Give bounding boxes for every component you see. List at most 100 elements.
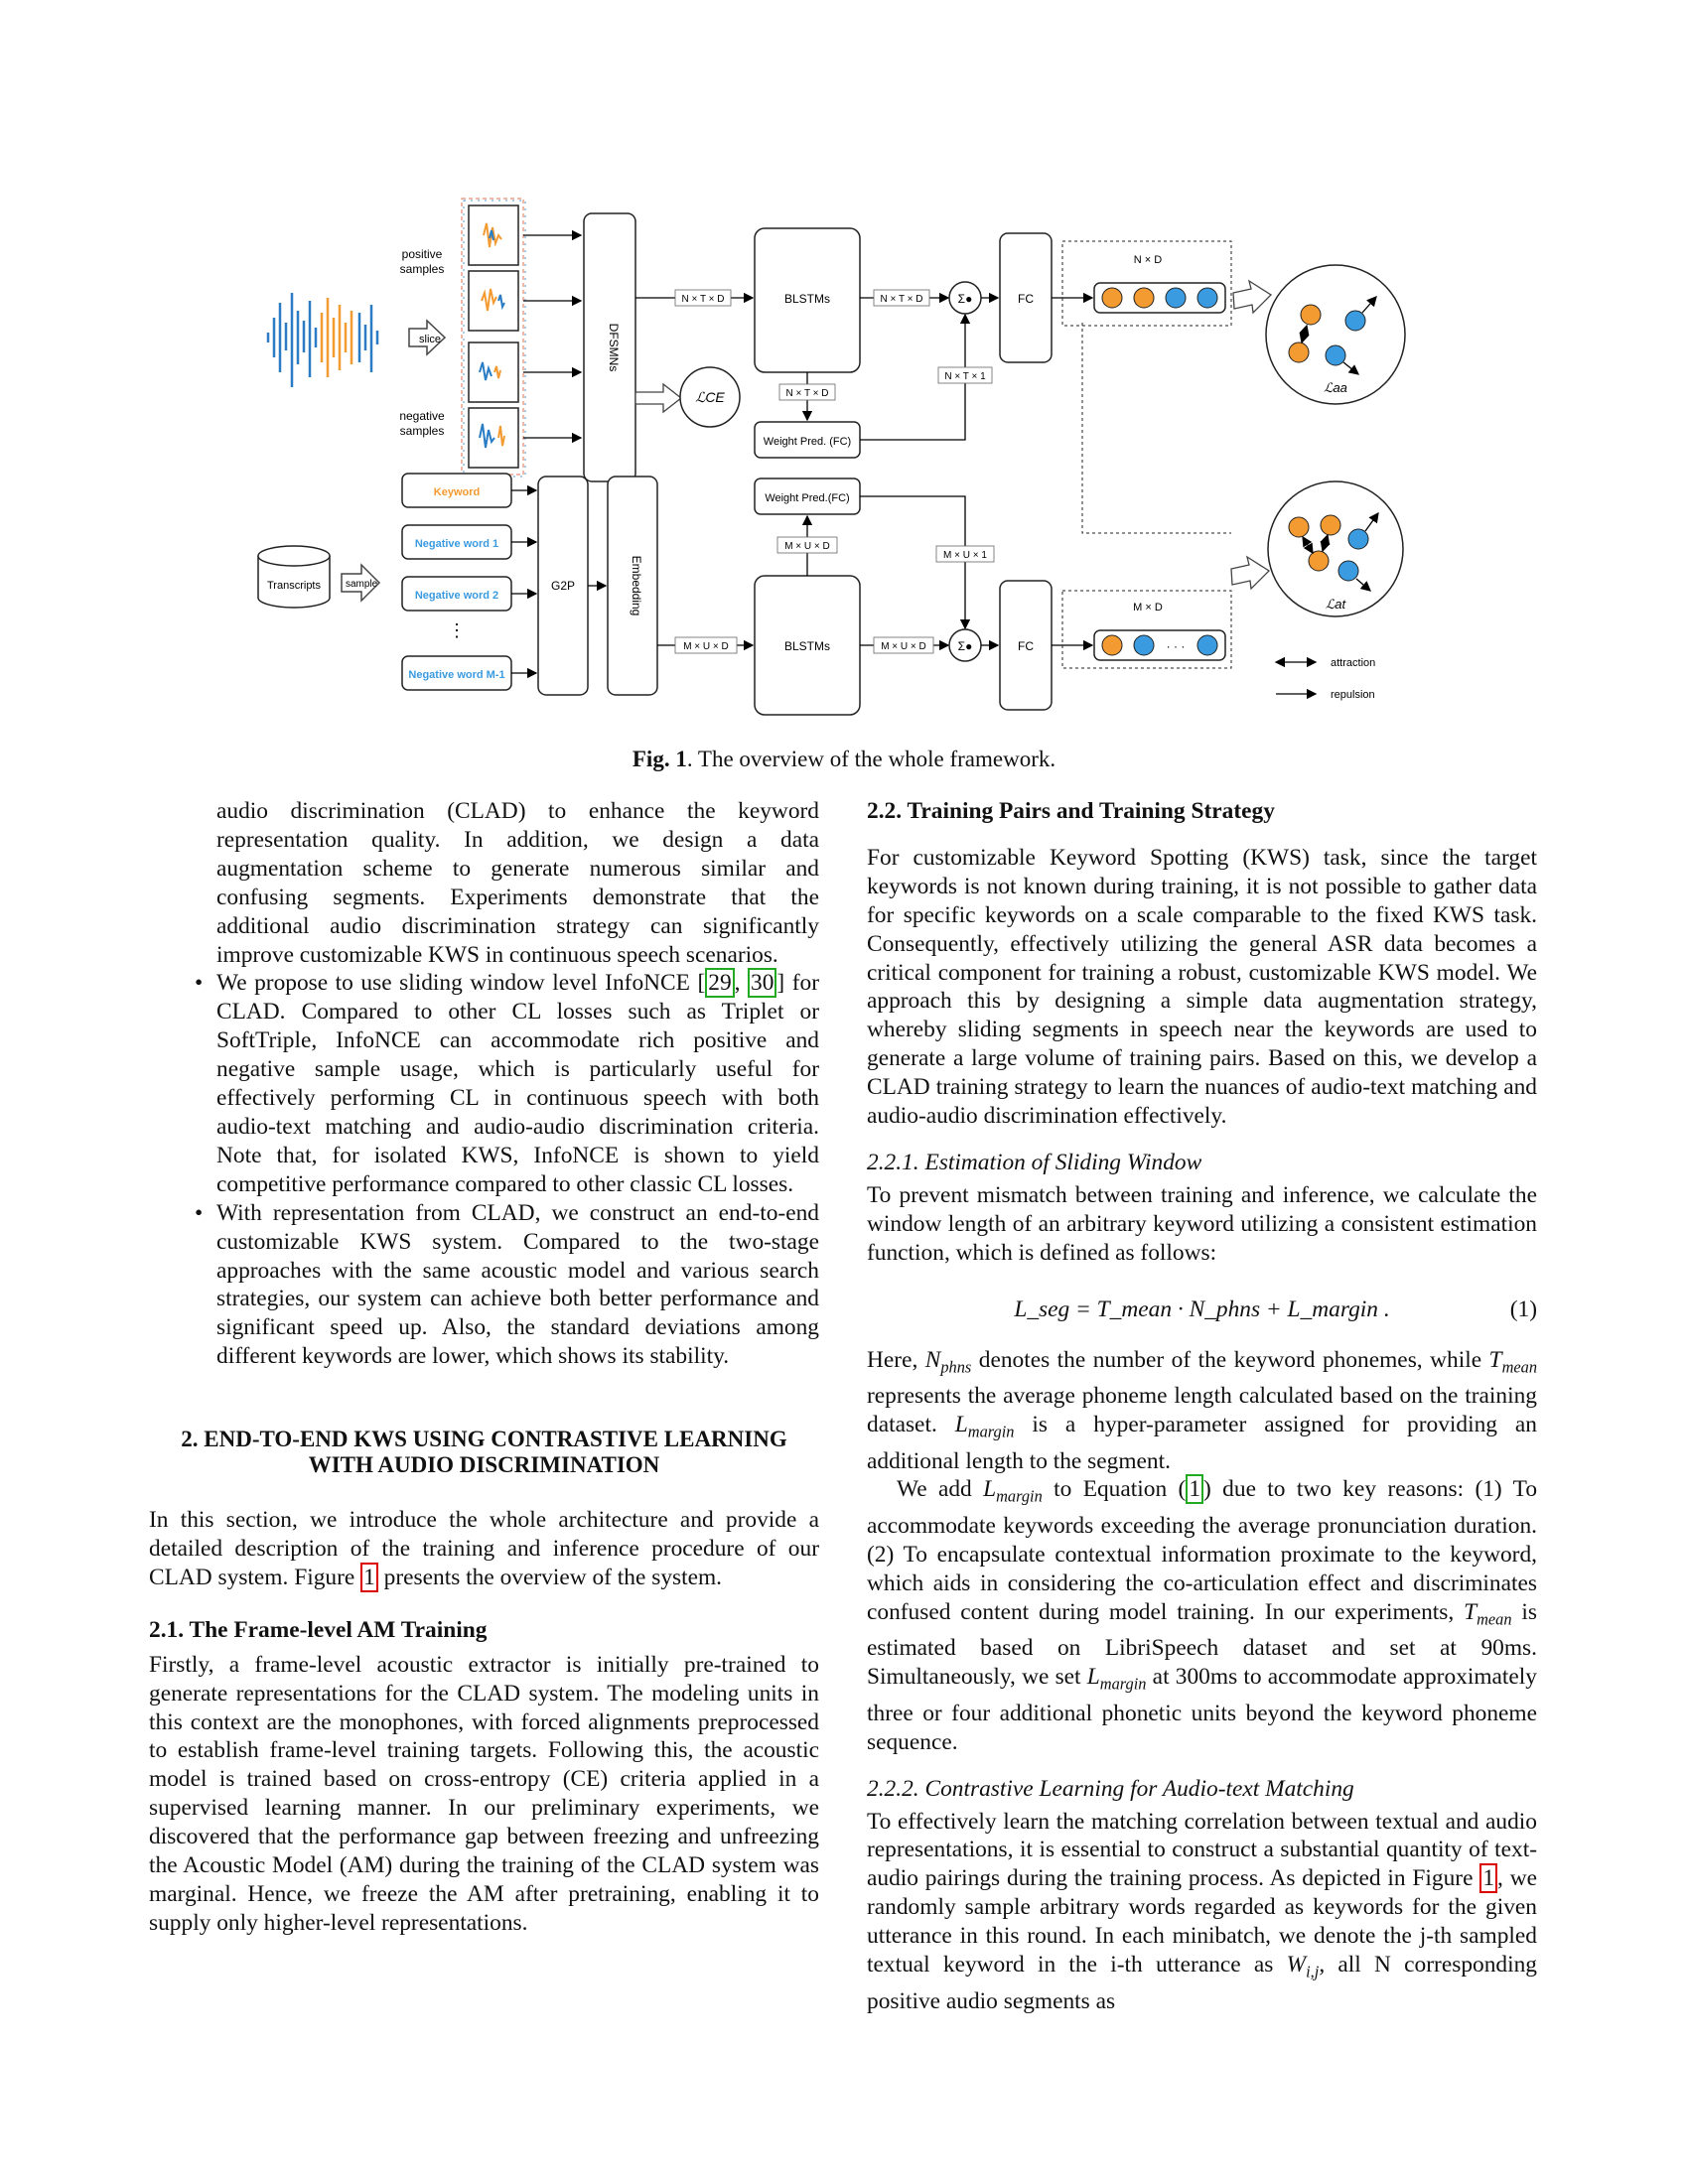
slice-arrow: slice	[408, 319, 447, 356]
cl-b: , we randomly sample arbitrary words reg…	[867, 1865, 1537, 1979]
citation-30[interactable]: 30	[748, 968, 777, 999]
figure-ref-1b[interactable]: 1	[1479, 1863, 1498, 1894]
ntd-label-1: N × T × D	[682, 294, 725, 305]
mud-label-3: M × U × D	[881, 641, 926, 652]
g2p-label: G2P	[551, 579, 575, 593]
weight-pred-bottom-label: Weight Pred.(FC)	[765, 492, 849, 504]
figure-ref-1a[interactable]: 1	[360, 1562, 378, 1592]
sym-lmargin: Lmargin	[954, 1411, 1015, 1441]
weight-pred-top-label: Weight Pred. (FC)	[764, 436, 851, 448]
mu1-label: M × U × 1	[943, 550, 987, 561]
left-column: audio discrimination (CLAD) to enhance t…	[149, 797, 819, 1938]
slice-label: slice	[419, 334, 441, 345]
legend-repulsion-label: repulsion	[1331, 689, 1375, 701]
section-2-title-line-1: 2. END-TO-END KWS USING CONTRASTIVE LEAR…	[181, 1427, 787, 1452]
subsection-2-1-text: Firstly, a frame-level acoustic extracto…	[149, 1651, 819, 1936]
subsection-2-2-1-text: To prevent mismatch between training and…	[867, 1181, 1537, 1266]
subsection-2-2-title: 2.2. Training Pairs and Training Strateg…	[867, 798, 1275, 824]
sym-wij: Wi,j	[1286, 1952, 1320, 1981]
intro-continuation: audio discrimination (CLAD) to enhance t…	[216, 798, 819, 968]
transcripts-database: Transcripts	[257, 545, 331, 609]
keyword-label: Keyword	[434, 486, 480, 498]
caption-text: . The overview of the whole framework.	[686, 747, 1056, 771]
ce-loss-node	[679, 366, 741, 428]
cl-c: , all N corresponding positive audio seg…	[867, 1952, 1537, 2014]
sample-label: sample	[346, 579, 378, 590]
sym-lmargin-2: Lmargin	[983, 1476, 1043, 1507]
bullet-infonce: •We propose to use sliding window level …	[195, 968, 819, 1197]
aa-loss-label: ℒaa	[1324, 380, 1347, 395]
reasons-e: at 300ms to accommodate approximately th…	[867, 1664, 1537, 1755]
equation-1-number: (1)	[1509, 1296, 1537, 1322]
mud-label-1: M × U × D	[683, 641, 729, 652]
blstm-bottom-label: BLSTMs	[784, 639, 830, 653]
equation-1-body: L_seg = T_mean · N_phns + L_margin .	[1014, 1296, 1390, 1322]
equation-1: L_seg = T_mean · N_phns + L_margin . (1)	[867, 1296, 1537, 1324]
mud-label-2: M × U × D	[784, 541, 830, 552]
embedding-label: Embedding	[630, 556, 643, 616]
expl-d: is a hyper-parameter assigned for provid…	[867, 1411, 1538, 1474]
at-loss-label: ℒat	[1326, 597, 1347, 612]
cl-a: To effectively learn the matching correl…	[867, 1808, 1537, 1892]
bullet-1-text-b: for CLAD. Compared to other CL losses su…	[216, 970, 819, 1197]
margin-reasons: We add Lmargin to Equation (1) due to tw…	[867, 1474, 1538, 1755]
ce-loss-label: ℒCE	[695, 389, 725, 405]
embedding-dots: · · ·	[1167, 639, 1186, 653]
fc-top-label: FC	[1018, 292, 1034, 306]
equation-ref-1[interactable]: 1	[1186, 1474, 1204, 1505]
framework-figure: slice positive samples negative samples …	[257, 198, 1406, 716]
text-embedding-row	[1093, 629, 1226, 661]
audio-embedding-row	[1093, 282, 1226, 314]
sym-tmean-2: Tmean	[1464, 1598, 1512, 1629]
expl-c: represents the average phoneme length ca…	[867, 1383, 1537, 1437]
dfsmn-label: DFSMNs	[607, 324, 621, 372]
transcripts-label: Transcripts	[267, 580, 321, 592]
nt1-label: N × T × 1	[944, 371, 986, 382]
neg-word-1-label: Negative word 1	[415, 538, 498, 550]
section-2-intro-a: In this section, we introduce the whole …	[149, 1507, 819, 1590]
fc-bottom-label: FC	[1018, 639, 1034, 653]
reasons-b: to Equation	[1042, 1476, 1179, 1503]
speech-waveform	[266, 293, 379, 387]
figure-caption: Fig. 1. The overview of the whole framew…	[0, 747, 1688, 772]
citation-29[interactable]: 29	[705, 968, 735, 999]
expl-a: Here,	[867, 1346, 925, 1373]
expl-b: denotes the number of the keyword phonem…	[971, 1346, 1489, 1373]
reasons-c: due to two key reasons: (1) To accommoda…	[867, 1476, 1538, 1625]
legend-attraction-label: attraction	[1331, 657, 1375, 669]
bullet-end-to-end: •With representation from CLAD, we const…	[195, 1199, 819, 1370]
blstm-top-label: BLSTMs	[784, 292, 830, 306]
negative-samples-label: negative	[399, 409, 445, 423]
sym-nphns: Nphns	[924, 1346, 972, 1377]
section-2-title: 2. END-TO-END KWS USING CONTRASTIVE LEAR…	[149, 1427, 819, 1478]
sample-thumbnails	[461, 198, 526, 478]
md-label: M × D	[1133, 602, 1163, 614]
subsection-2-2-2-title: 2.2.2. Contrastive Learning for Audio-te…	[867, 1775, 1354, 1802]
negative-samples-label-2: samples	[400, 424, 445, 438]
bullet-2-text: With representation from CLAD, we constr…	[216, 1199, 819, 1370]
positive-samples-label: positive	[402, 247, 443, 261]
subsection-2-2-1-title: 2.2.1. Estimation of Sliding Window	[867, 1149, 1202, 1175]
ntd-label-3: N × T × D	[786, 388, 829, 399]
nd-label: N × D	[1134, 254, 1162, 266]
subsection-2-2-2-text: To effectively learn the matching correl…	[867, 1808, 1537, 2016]
sym-lmargin-3: Lmargin	[1086, 1664, 1147, 1694]
neg-word-m-label: Negative word M-1	[408, 669, 504, 681]
ntd-label-2: N × T × D	[881, 294, 923, 305]
right-column: 2.2. Training Pairs and Training Strateg…	[867, 797, 1537, 2016]
caption-label: Fig. 1	[632, 747, 687, 771]
embedding-block	[607, 476, 658, 696]
sum-label-top: Σ●	[958, 292, 973, 306]
subsection-2-1-title: 2.1. The Frame-level AM Training	[149, 1616, 488, 1643]
reasons-d: is estimated based on LibriSpeech datase…	[867, 1598, 1538, 1691]
sum-label-bottom: Σ●	[958, 639, 973, 653]
reasons-a: We add	[897, 1476, 984, 1503]
subsection-2-2-text: For customizable Keyword Spotting (KWS) …	[867, 844, 1537, 1130]
section-2-intro: In this section, we introduce the whole …	[149, 1506, 819, 1592]
section-2-intro-b: presents the overview of the system.	[377, 1564, 723, 1590]
neg-word-2-label: Negative word 2	[415, 590, 498, 602]
equation-explanation: Here, Nphns denotes the number of the ke…	[867, 1346, 1537, 1476]
sample-arrow: sample	[341, 563, 381, 603]
bullet-1-text-a: We propose to use sliding window level I…	[216, 970, 698, 997]
section-2-title-line-2: WITH AUDIO DISCRIMINATION	[308, 1452, 660, 1478]
